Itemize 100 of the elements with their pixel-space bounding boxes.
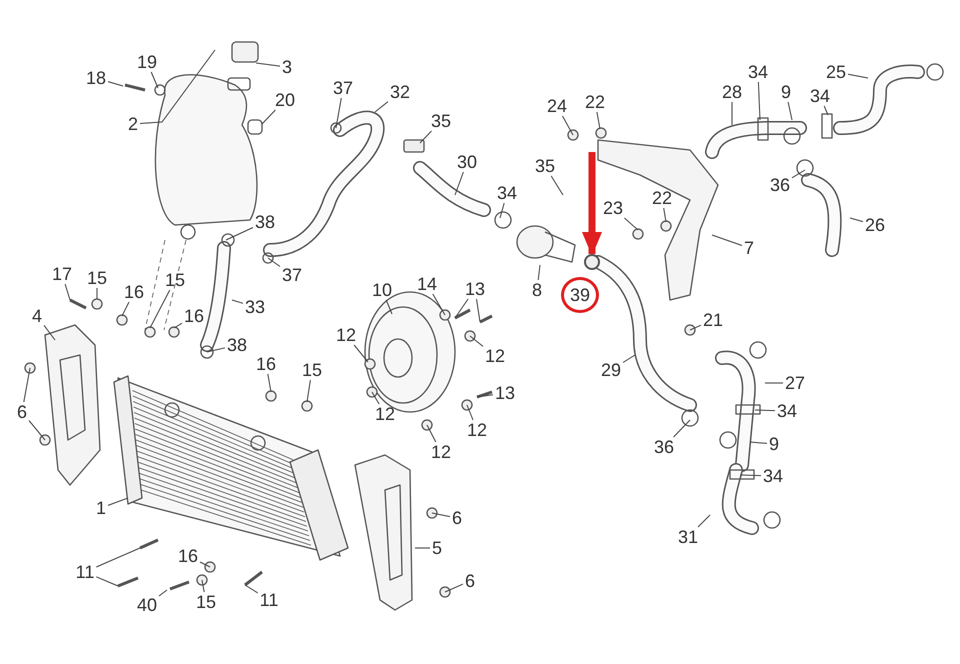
leader-line [444, 584, 464, 592]
leader-line [202, 580, 205, 592]
leader-line [420, 130, 432, 144]
leader-line [150, 72, 158, 88]
leader-line [824, 106, 828, 116]
leader-line [232, 300, 244, 304]
leader-line [848, 74, 868, 78]
callout-number: 1 [94, 498, 108, 518]
leader-line [268, 258, 280, 267]
callout-number: 11 [74, 562, 96, 582]
callout-number: 34 [494, 183, 520, 203]
callout-number: 40 [134, 595, 160, 615]
callout-number: 25 [824, 62, 848, 82]
callout-number: 16 [122, 282, 146, 302]
callout-number: 23 [600, 198, 626, 218]
callout-number: 6 [463, 571, 477, 591]
callout-number: 15 [194, 592, 218, 612]
leader-line [386, 300, 392, 314]
callout-number: 17 [50, 264, 74, 284]
callout-number: 12 [372, 404, 398, 424]
leader-line [754, 410, 776, 412]
leader-line [64, 284, 70, 300]
leader-line [96, 576, 118, 586]
callout-number: 37 [280, 265, 304, 285]
leader-line [562, 116, 574, 136]
callout-number: 24 [544, 96, 570, 116]
callout-number: 6 [450, 508, 464, 528]
callout-number: 29 [598, 360, 624, 380]
callout-number: 33 [242, 297, 268, 317]
callout-number: 13 [462, 279, 488, 299]
callout-number: 12 [482, 346, 508, 366]
callout-number: 22 [582, 92, 608, 112]
leader-line [788, 102, 792, 120]
leader-line [336, 98, 342, 128]
leader-line [306, 380, 311, 402]
callout-number: 27 [782, 373, 808, 393]
callout-number: 28 [720, 82, 744, 102]
callout-number: 16 [254, 354, 278, 374]
callout-number: 34 [760, 466, 786, 486]
leader-line [712, 234, 742, 246]
leader-line [200, 562, 210, 568]
callout-number: 5 [430, 538, 444, 558]
callout-number: 37 [330, 78, 356, 98]
leader-line [764, 382, 784, 384]
callout-number: 16 [182, 306, 206, 326]
leader-line [624, 218, 638, 230]
leader-line [244, 584, 258, 594]
leader-line [690, 324, 702, 330]
leader-line [740, 474, 762, 476]
leader-line [476, 298, 480, 322]
callout-number: 8 [530, 280, 544, 300]
callout-number: 34 [774, 401, 800, 421]
callout-number: 18 [84, 68, 108, 88]
leader-line [673, 420, 690, 438]
leader-line [262, 110, 276, 124]
callout-number: 15 [300, 360, 324, 380]
leader-line [108, 498, 128, 506]
leader-line [622, 354, 636, 363]
leader-line [698, 514, 710, 528]
callout-number: 11 [258, 590, 280, 610]
callout-number: 4 [30, 306, 44, 326]
leader-line [108, 81, 124, 86]
leader-line [470, 336, 484, 347]
callout-number: 6 [15, 402, 29, 422]
leader-line [432, 512, 450, 518]
callout-number: 39 [561, 277, 599, 313]
leader-line [663, 208, 666, 222]
leader-line [792, 170, 806, 178]
leader-line [150, 290, 170, 328]
callout-number: 15 [162, 270, 188, 290]
leader-line [28, 420, 46, 440]
callout-number: 3 [280, 57, 294, 77]
leader-line [750, 442, 768, 444]
callout-number: 34 [808, 86, 832, 106]
leader-line [122, 302, 130, 316]
callout-number: 38 [224, 335, 250, 355]
arrow [582, 152, 602, 256]
callout-number: 19 [134, 52, 160, 72]
callout-number: 32 [388, 82, 412, 102]
callout-number: 26 [862, 215, 888, 235]
leader-line [476, 394, 494, 398]
callout-number: 12 [334, 325, 358, 345]
callout-number: 38 [252, 212, 278, 232]
leader-line [454, 298, 469, 318]
leader-line [256, 62, 280, 67]
callout-number: 36 [652, 437, 676, 457]
leader-line [158, 590, 168, 596]
leader-line [372, 392, 380, 404]
leader-line [426, 424, 436, 442]
callout-number: 10 [370, 280, 394, 300]
callout-number: 31 [676, 527, 700, 547]
leader-line [500, 202, 505, 218]
leader-line [432, 294, 446, 316]
callout-number: 30 [454, 152, 480, 172]
callout-number: 35 [428, 111, 454, 131]
callout-number: 14 [414, 274, 440, 294]
leader-line [596, 112, 600, 130]
leader-line [96, 548, 140, 568]
leader-line [758, 82, 760, 120]
callout-number: 20 [272, 90, 298, 110]
